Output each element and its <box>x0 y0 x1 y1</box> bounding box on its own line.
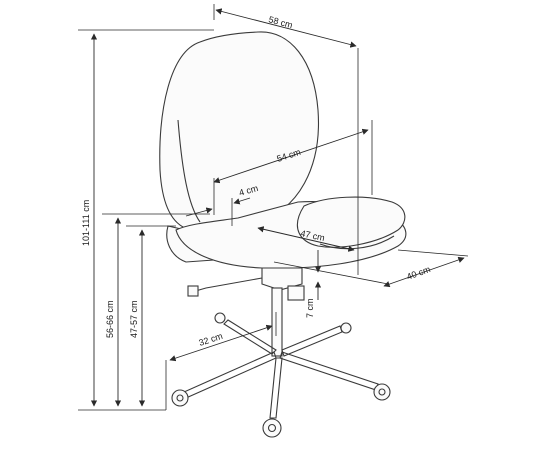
label-40cm: 40 cm <box>405 264 431 282</box>
dim-line-58cm <box>215 8 357 48</box>
lift-lever-box <box>287 285 305 301</box>
dim-line-47cm <box>257 226 355 252</box>
chair-illustration <box>159 31 407 438</box>
casters <box>171 312 391 438</box>
label-arm-height: 56-66 cm <box>105 300 115 338</box>
label-32cm: 32 cm <box>198 331 224 348</box>
backrest-edge <box>177 119 201 223</box>
gas-cylinder <box>271 287 283 357</box>
label-total-height: 101-111 cm <box>81 200 91 246</box>
backrest <box>159 31 320 229</box>
label-58cm: 58 cm <box>267 14 293 30</box>
lever-knob <box>187 285 199 297</box>
dim-line-4cm-b <box>233 197 251 205</box>
dim-line-4cm-a <box>185 207 213 217</box>
dimension-lines <box>78 4 469 411</box>
dim-line-40cm <box>383 256 465 288</box>
lift-lever <box>191 277 263 293</box>
dim-line-54cm <box>213 128 369 184</box>
label-47cm: 47 cm <box>300 228 326 243</box>
label-7cm: 7 cm <box>305 298 315 318</box>
label-seat-height: 47-57 cm <box>129 300 139 338</box>
dim-line-32cm <box>169 324 273 362</box>
